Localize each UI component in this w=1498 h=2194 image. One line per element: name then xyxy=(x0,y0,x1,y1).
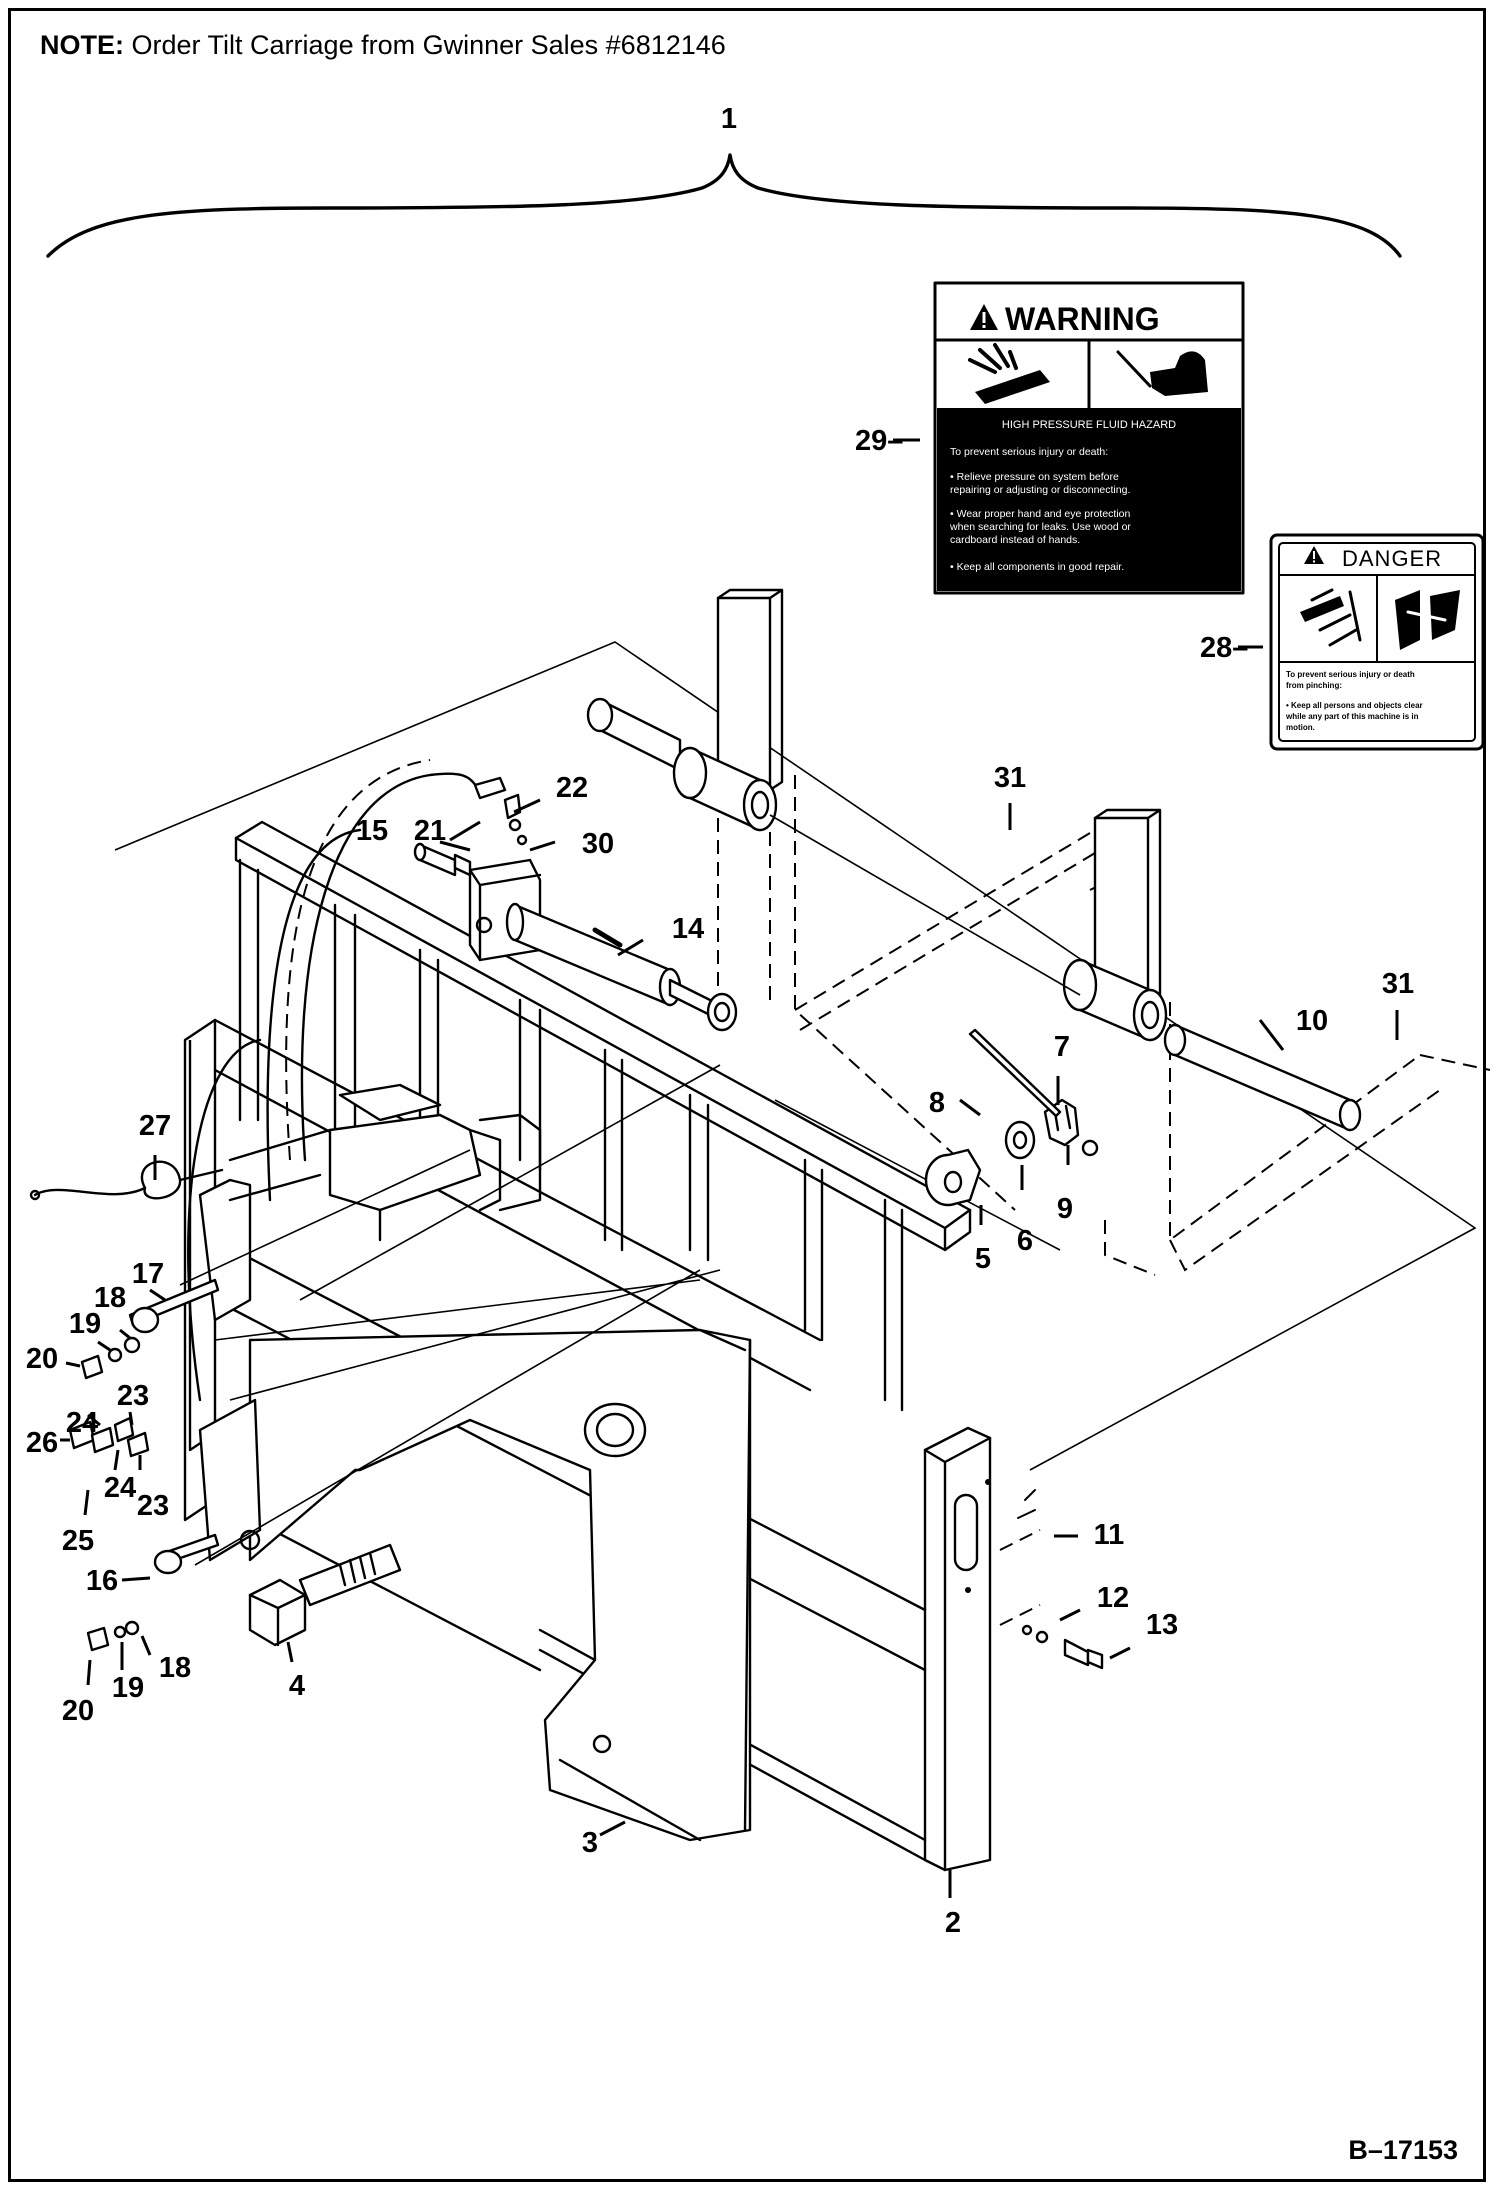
warning-decal-title: WARNING xyxy=(1005,301,1160,337)
callout-23b: 23 xyxy=(137,1490,169,1522)
callout-8: 8 xyxy=(929,1087,945,1119)
callout-19b: 19 xyxy=(112,1672,144,1704)
callout-16: 16 xyxy=(86,1565,118,1597)
mast-phantom xyxy=(716,588,1491,1276)
callout-25: 25 xyxy=(62,1525,94,1557)
callout-18a: 18 xyxy=(94,1282,126,1314)
danger-line-1: To prevent serious injury or death xyxy=(1286,670,1415,679)
callout-28: 28– xyxy=(1200,632,1248,664)
callout-7: 7 xyxy=(1054,1031,1070,1063)
warning-line-7: • Keep all components in good repair. xyxy=(950,561,1124,573)
callout-14: 14 xyxy=(672,913,704,945)
warning-line-6: cardboard instead of hands. xyxy=(950,534,1080,546)
danger-decal-title: DANGER xyxy=(1342,546,1442,571)
leader-lines xyxy=(60,438,1399,1898)
callout-21: 21 xyxy=(414,815,446,847)
warning-triangle-icon xyxy=(970,304,998,330)
roller-shaft xyxy=(586,697,1362,1132)
callout-12: 12 xyxy=(1097,1582,1129,1614)
warning-heading: HIGH PRESSURE FLUID HAZARD xyxy=(1002,419,1176,431)
note-text: Order Tilt Carriage from Gwinner Sales #… xyxy=(131,30,726,60)
callout-29: 29– xyxy=(855,425,903,457)
callout-24b: 24 xyxy=(104,1472,136,1504)
callout-11: 11 xyxy=(1094,1519,1125,1551)
warning-triangle-icon xyxy=(1304,546,1324,564)
callout-17: 17 xyxy=(132,1258,164,1290)
callout-13: 13 xyxy=(1146,1609,1178,1641)
callout-9: 9 xyxy=(1057,1193,1073,1225)
callout-6: 6 xyxy=(1017,1225,1033,1257)
warning-line-3: repairing or adjusting or disconnecting. xyxy=(950,484,1130,496)
callout-5: 5 xyxy=(975,1243,991,1275)
danger-decal: DANGER To prevent serious injury or deat… xyxy=(1269,533,1485,751)
callout-27: 27 xyxy=(139,1110,171,1142)
callout-24a: 24 xyxy=(66,1407,98,1439)
drawing-frame xyxy=(8,8,1486,2182)
warning-line-5: when searching for leaks. Use wood or xyxy=(949,521,1131,533)
callout-20b: 20 xyxy=(62,1695,94,1727)
callout-26: 26 xyxy=(26,1427,58,1459)
callout-10: 10 xyxy=(1296,1005,1328,1037)
callout-1: 1 xyxy=(721,103,737,135)
danger-line-5: motion. xyxy=(1286,723,1315,732)
danger-line-2: from pinching: xyxy=(1286,681,1342,690)
callout-2: 2 xyxy=(945,1907,961,1939)
callout-18b: 18 xyxy=(159,1652,191,1684)
drawing-number: B–17153 xyxy=(1348,2135,1458,2165)
danger-line-4: while any part of this machine is in xyxy=(1285,712,1419,721)
callout-31a: 31 xyxy=(994,762,1026,794)
callout-31b: 31 xyxy=(1382,968,1414,1000)
warning-decal: WARNING HIGH PRESSURE FLUID HAZARD To pr… xyxy=(933,281,1245,595)
callout-labels: 1 2 3 4 5 6 7 8 9 10 11 12 13 14 15 16 1… xyxy=(26,103,1414,1939)
pinch-point-icon xyxy=(1300,588,1362,647)
carriage-frame xyxy=(29,759,1104,1872)
protective-glove-icon xyxy=(1116,350,1208,396)
danger-line-3: • Keep all persons and objects clear xyxy=(1286,701,1423,710)
warning-line-4: • Wear proper hand and eye protection xyxy=(950,508,1131,520)
callout-22: 22 xyxy=(556,772,588,804)
callout-30: 30 xyxy=(582,828,614,860)
warning-line-2: • Relieve pressure on system before xyxy=(950,471,1119,483)
ground-plane xyxy=(114,641,1477,1471)
callout-3: 3 xyxy=(582,1827,598,1859)
order-note: NOTE: Order Tilt Carriage from Gwinner S… xyxy=(40,30,726,61)
note-label: NOTE: xyxy=(40,30,124,60)
assembly-brace xyxy=(46,153,1402,258)
callout-4: 4 xyxy=(289,1670,305,1702)
pinch-point-icon xyxy=(1395,590,1460,650)
callout-23a: 23 xyxy=(117,1380,149,1412)
high-pressure-spray-icon xyxy=(968,343,1050,404)
callout-15: 15 xyxy=(356,815,388,847)
callout-19a: 19 xyxy=(69,1308,101,1340)
callout-20a: 20 xyxy=(26,1343,58,1375)
warning-line-1: To prevent serious injury or death: xyxy=(950,446,1108,458)
